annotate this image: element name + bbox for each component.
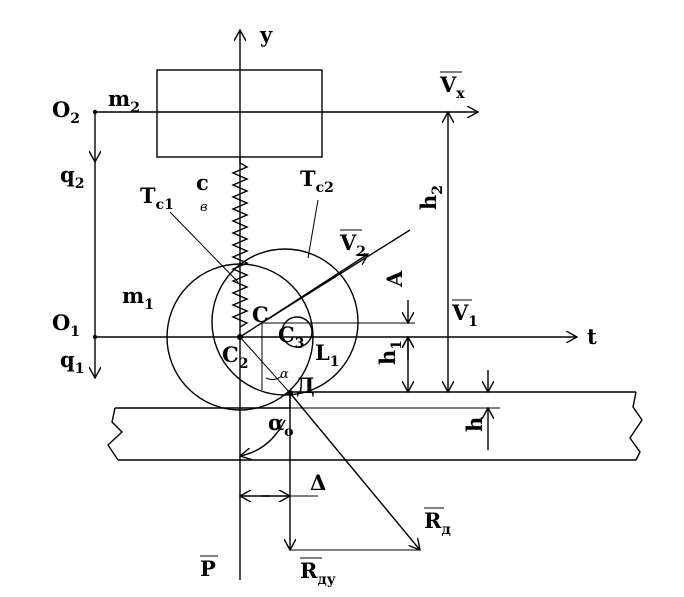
tire-inner-circle [211,248,359,396]
m1-label: m1 [122,283,154,313]
alpha0-arc [240,419,286,456]
rd-label: Rд [424,508,451,538]
q1-label: q1 [60,347,84,377]
alpha0-label: αo [268,410,294,440]
rd-arrow [289,392,420,550]
o2-label: O2 [52,97,80,127]
c3-label: C3 [278,322,304,352]
c2-to-d-line [239,336,291,394]
hub-c3-circle [281,316,313,348]
a-label: A [382,270,407,288]
h2-diagonal-line [259,229,411,325]
v2-label: V2 [339,230,366,260]
rdy-label: Rду [300,558,336,588]
alpha-arc [265,375,283,381]
o1-label: O1 [52,310,80,340]
vx-label: Vx [439,72,465,102]
ground-left-break [107,407,124,461]
m2-label: m2 [108,86,140,116]
spring [231,157,249,328]
tc1-leader [169,211,239,283]
spring-c-label: c [196,170,209,195]
tc2-leader [307,199,319,259]
q2-label: q2 [60,162,84,192]
damper-v-label: в [200,200,208,215]
c2-label: C2 [222,342,248,372]
v1-label: V1 [451,300,478,330]
p-label: P [200,556,216,581]
ground-right-break [629,391,643,461]
tc1-label: Tc1 [140,183,174,213]
d-label: Д [296,373,315,398]
h2-label: h2 [416,185,446,210]
delta-label: Δ [310,470,326,495]
tc2-label: Tc2 [300,166,334,196]
alpha-label: α [280,367,289,382]
h-label: h [462,417,487,432]
c-label: C [252,302,269,327]
y-axis-label: y [259,22,273,47]
l1-label: L1 [315,340,340,370]
t-axis-label: t [587,324,597,349]
h1-label: h1 [375,340,405,365]
